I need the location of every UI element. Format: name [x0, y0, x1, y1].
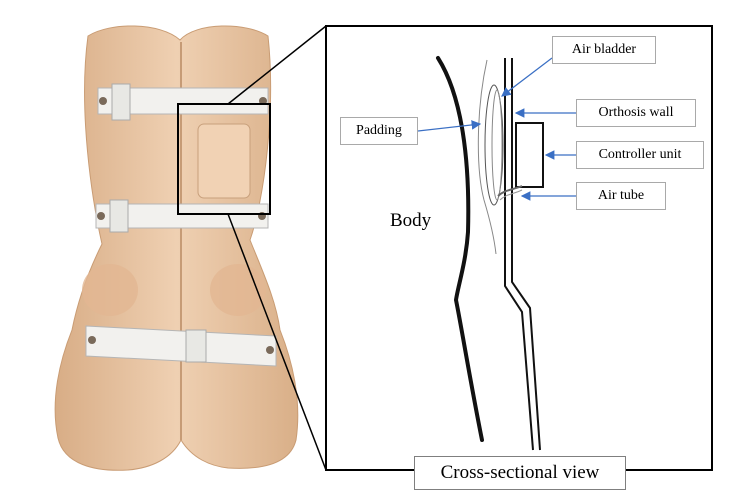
arrow-air-bladder [501, 57, 553, 97]
strap-middle [95, 199, 269, 233]
controller-unit-box [515, 122, 544, 188]
zoom-line-bottom [227, 213, 327, 471]
orthosis-wall-inner [504, 58, 534, 451]
orthosis-wall-outer [511, 58, 541, 451]
label-air-tube: Air tube [576, 182, 666, 210]
strap-top [97, 83, 269, 121]
air-bladder-inner [491, 89, 503, 201]
strap-bottom [85, 325, 277, 367]
label-padding: Padding [340, 117, 418, 145]
air-bladder-shape [484, 84, 504, 206]
body-outline [436, 56, 484, 442]
controller-pad [197, 123, 251, 199]
air-tube-line [497, 185, 523, 197]
cross-section-panel [325, 25, 713, 471]
left-hip-bulge [82, 264, 138, 316]
padding-outline [477, 59, 497, 255]
caption-cross-sectional-view: Cross-sectional view [414, 456, 626, 490]
label-body: Body [390, 210, 432, 231]
air-tube-line-2 [499, 189, 523, 201]
zoom-box [177, 103, 271, 215]
zoom-line-top [227, 25, 327, 105]
orthosis-photo [54, 25, 299, 471]
label-air-bladder: Air bladder [552, 36, 656, 64]
arrow-padding [417, 120, 482, 132]
label-controller-unit: Controller unit [576, 141, 704, 169]
label-orthosis-wall: Orthosis wall [576, 99, 696, 127]
